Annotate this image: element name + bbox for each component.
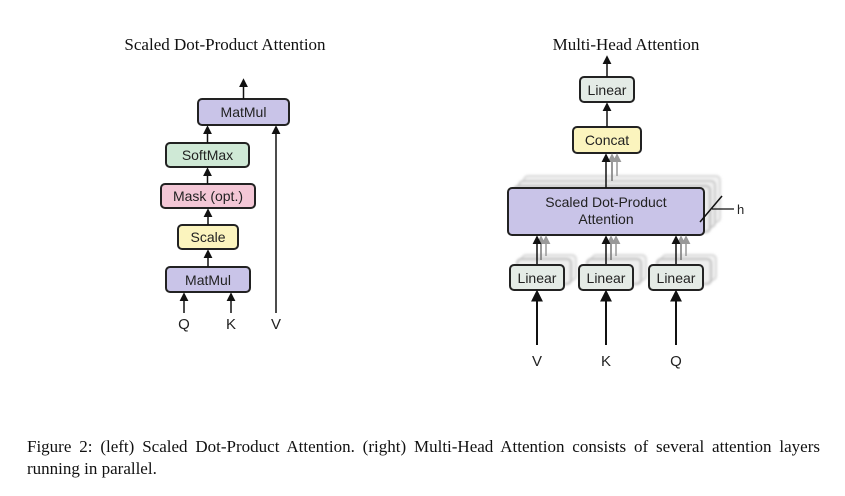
linear-k-block: Linear xyxy=(578,264,634,291)
matmul-bottom-label: MatMul xyxy=(185,272,231,288)
softmax-label: SoftMax xyxy=(182,147,233,163)
input-q-label: Q xyxy=(178,316,190,333)
input-arrows xyxy=(531,289,682,345)
mha-input-q-label: Q xyxy=(670,353,682,370)
attention-label-line1: Scaled Dot-Product xyxy=(545,194,667,210)
input-k-label: K xyxy=(226,316,236,333)
figure-diagram: Scaled Dot-Product Attention MatMul Soft… xyxy=(124,35,744,370)
scale-block: Scale xyxy=(177,224,239,250)
linear-k-label: Linear xyxy=(587,270,626,286)
figure-caption: Figure 2: (left) Scaled Dot-Product Atte… xyxy=(27,437,820,478)
matmul-bottom-block: MatMul xyxy=(165,266,251,293)
multi-head-attention-diagram: Multi-Head Attention Linear Concat Scale… xyxy=(507,35,744,370)
concat-block: Concat xyxy=(572,126,642,154)
left-arrows xyxy=(179,78,281,313)
mha-input-v-label: V xyxy=(532,353,542,370)
right-diagram-title: Multi-Head Attention xyxy=(553,35,700,54)
linear-output-label: Linear xyxy=(588,82,627,98)
left-diagram-title: Scaled Dot-Product Attention xyxy=(124,35,326,54)
matmul-top-label: MatMul xyxy=(221,104,267,120)
concat-label: Concat xyxy=(585,132,629,148)
linear-output-block: Linear xyxy=(579,76,635,103)
linear-q-label: Linear xyxy=(657,270,696,286)
mha-input-k-label: K xyxy=(601,353,611,370)
linear-v-label: Linear xyxy=(518,270,557,286)
linear-q-block: Linear xyxy=(648,264,704,291)
linear-to-attention-arrows xyxy=(532,235,691,265)
matmul-top-block: MatMul xyxy=(197,98,290,126)
scaled-dot-product-attention-diagram: Scaled Dot-Product Attention MatMul Soft… xyxy=(124,35,326,333)
mask-label: Mask (opt.) xyxy=(173,188,243,204)
attention-label-line2: Attention xyxy=(578,211,633,227)
softmax-block: SoftMax xyxy=(165,142,250,168)
linear-v-block: Linear xyxy=(509,264,565,291)
scale-label: Scale xyxy=(190,229,225,245)
heads-indicator: h xyxy=(699,195,744,223)
mask-block: Mask (opt.) xyxy=(160,183,256,209)
heads-count-label: h xyxy=(737,202,744,217)
scaled-dot-product-attention-block: Scaled Dot-Product Attention xyxy=(507,187,705,236)
input-v-label: V xyxy=(271,316,281,333)
